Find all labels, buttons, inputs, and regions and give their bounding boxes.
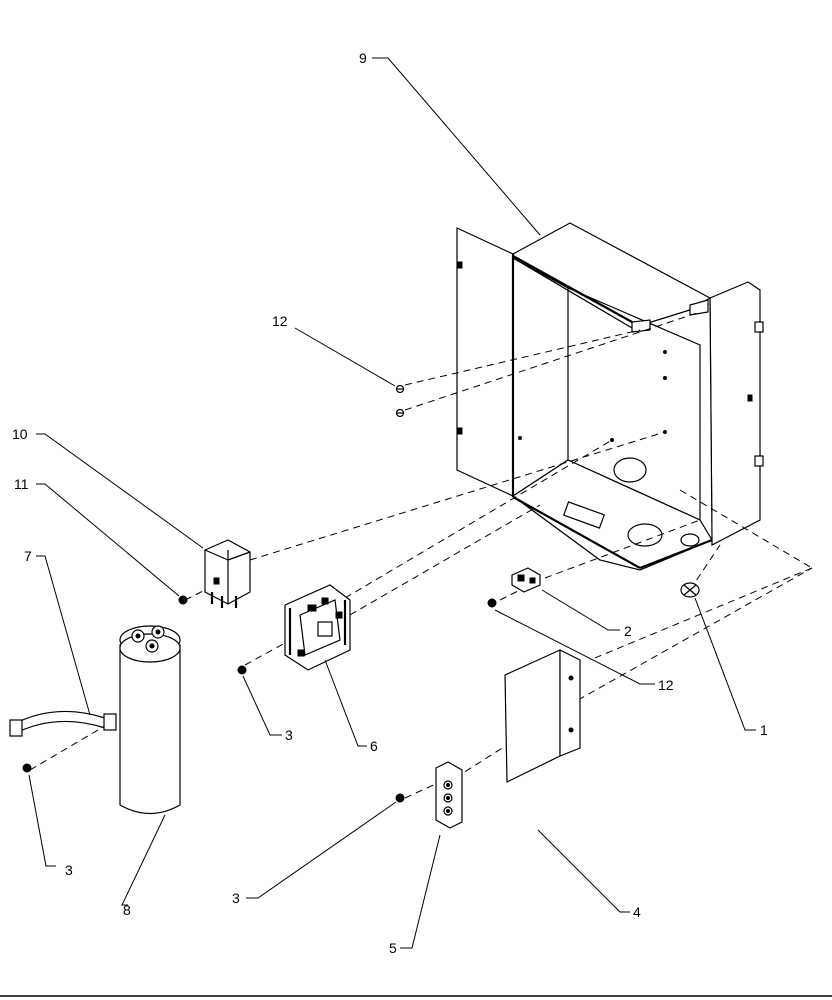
callout-6: 6	[370, 738, 378, 754]
callout-7: 7	[24, 548, 32, 564]
capacitor-strap[interactable]	[9, 710, 117, 737]
control-box-housing[interactable]	[456, 222, 764, 571]
callout-5: 5	[389, 940, 397, 956]
callout-12-bottom: 12	[658, 677, 674, 693]
callout-11: 11	[14, 476, 29, 492]
switch-bracket[interactable]	[511, 567, 541, 593]
callout-8: 8	[123, 902, 131, 918]
callout-10: 10	[12, 426, 28, 442]
hole-plug[interactable]	[680, 582, 700, 598]
callout-leader-lines	[28, 57, 756, 949]
callout-4: 4	[633, 904, 641, 920]
callout-3-left: 3	[65, 862, 73, 878]
screw-part-3-left[interactable]	[22, 763, 32, 773]
screw-part-12-top[interactable]	[395, 384, 405, 418]
callout-3-middle: 3	[285, 727, 293, 743]
screw-part-3-bottom[interactable]	[395, 793, 405, 803]
mounting-bracket-panel[interactable]	[504, 649, 581, 783]
callout-labels: 9 12 10 11 7 3 8 3 6 2 12 1 4 3 5	[12, 50, 768, 956]
screw-part-12-bottom[interactable]	[487, 598, 497, 608]
contactor[interactable]	[284, 584, 351, 671]
callout-12-top: 12	[272, 313, 288, 329]
callout-2: 2	[624, 623, 632, 639]
relay-component[interactable]	[204, 539, 251, 608]
screw-part-3-middle[interactable]	[237, 665, 247, 675]
callout-3-bottom: 3	[232, 890, 240, 906]
terminal-plate[interactable]	[435, 761, 463, 829]
callout-9: 9	[359, 50, 367, 66]
screw-part-11[interactable]	[178, 595, 188, 605]
callout-1: 1	[760, 722, 768, 738]
capacitor[interactable]	[119, 625, 181, 814]
